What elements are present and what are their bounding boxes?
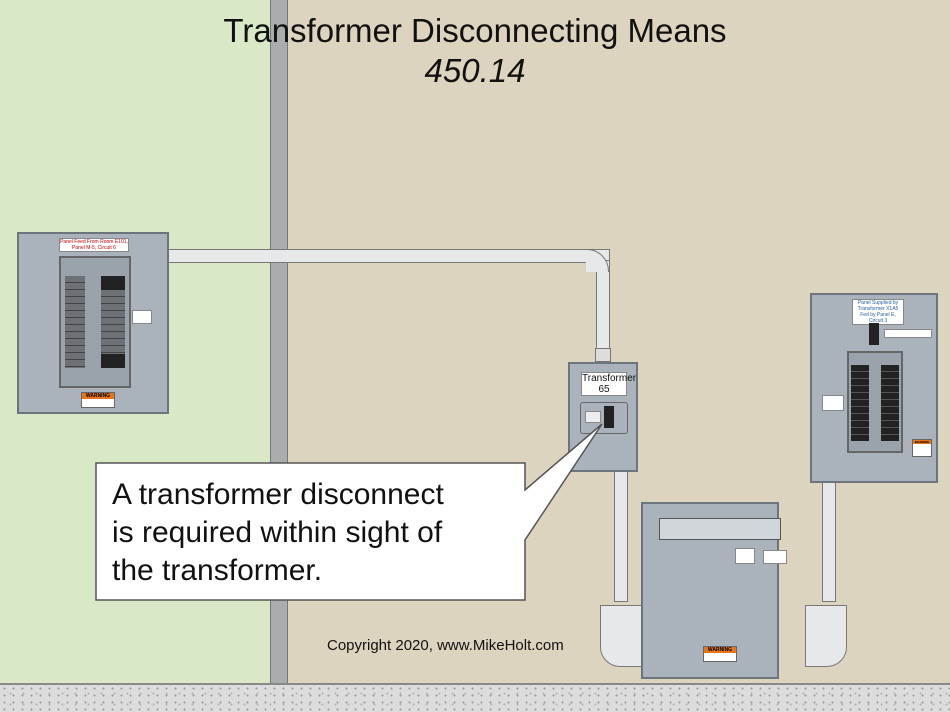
concrete-floor	[0, 683, 950, 712]
fault-current-label	[884, 329, 932, 338]
callout-line: the transformer.	[112, 554, 323, 587]
breaker	[101, 276, 125, 290]
callout-text: A transformer disconnect is required wit…	[112, 476, 444, 590]
breaker	[101, 354, 125, 368]
breaker-slots-left	[65, 276, 85, 368]
right-panel-deadfront	[847, 351, 903, 453]
breakers-left	[851, 365, 869, 441]
warning-text: WARNING	[913, 440, 931, 444]
disconnect-window	[585, 411, 601, 423]
main-breaker	[869, 323, 879, 345]
disconnect-handle-housing	[580, 402, 628, 434]
label-line: Transformer	[582, 373, 637, 384]
label-line: Panel Feed From Room E101,	[60, 239, 128, 245]
copyright: Copyright 2020, www.MikeHolt.com	[327, 637, 564, 654]
warning-label: WARNING	[703, 646, 737, 662]
breaker-slots-right	[101, 276, 125, 368]
label-line: 65	[598, 384, 610, 395]
conduit-fitting	[595, 348, 611, 362]
subtitle: 450.14	[424, 52, 526, 89]
title: Transformer Disconnecting Means	[223, 12, 727, 49]
transformer: WARNING	[641, 502, 787, 679]
warning-label: WARNING	[912, 439, 932, 457]
nameplate	[735, 548, 755, 564]
left-panelboard: Panel Feed From Room E101,Panel M-5, Cir…	[17, 232, 169, 414]
warning-label: WARNING	[81, 392, 115, 408]
warning-text: WARNING	[704, 647, 736, 653]
callout-line: is required within sight of	[112, 516, 443, 549]
breakers-right	[881, 365, 899, 441]
callout-line: A transformer disconnect	[112, 478, 444, 511]
label-line: Transformer X1A5	[857, 306, 899, 312]
left-panel-label: Panel Feed From Room E101,Panel M-5, Cir…	[59, 238, 129, 252]
warning-text: WARNING	[82, 393, 114, 399]
callout-shape	[95, 423, 603, 601]
label-line: Panel Supplied by	[857, 300, 899, 306]
disconnect-switch[interactable]	[604, 406, 614, 428]
transformer-vent	[659, 518, 781, 540]
label-line: Panel M-5, Circuit 6	[72, 245, 116, 251]
blank-label	[763, 550, 787, 564]
flex-conduit-right	[805, 605, 847, 667]
panel-directory	[132, 310, 152, 324]
label-line: Fed by Panel E, Circuit 3	[860, 312, 896, 324]
left-panel-deadfront	[59, 256, 131, 388]
blank-label	[822, 395, 844, 411]
